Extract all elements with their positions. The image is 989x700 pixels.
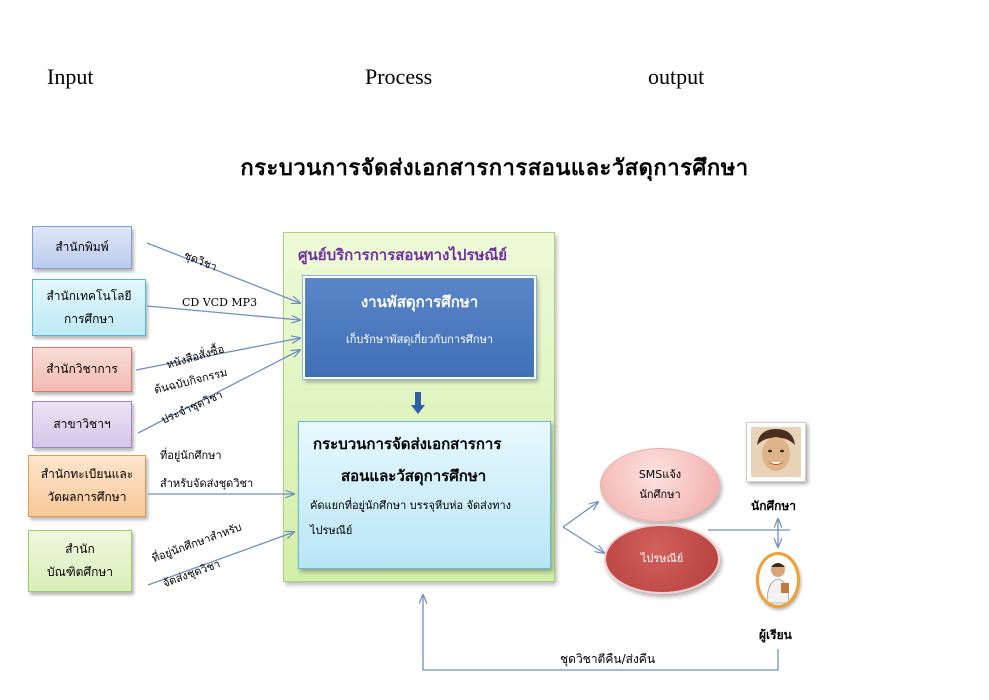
student-avatar	[746, 422, 806, 482]
input-box-label-line2: บัณฑิตศึกษา	[46, 565, 114, 579]
arrow-label-media: CD VCD MP3	[182, 296, 258, 309]
process-header: Process	[365, 64, 433, 89]
input-box-label: สาขาวิชาฯ	[53, 417, 111, 432]
input-box-label-line2: วัดผลการศึกษา	[47, 490, 127, 504]
sms-label-line2: นักศึกษา	[639, 488, 681, 501]
diagram-title: กระบวนการจัดส่งเอกสารการสอนและวัสดุการศึ…	[240, 155, 749, 180]
input-box-academic: สำนักวิชาการ	[32, 347, 132, 392]
process-title-line1: กระบวนการจัดส่งเอกสารการ	[313, 435, 502, 453]
arrow-department	[137, 350, 300, 434]
input-box-edtech: สำนักเทคโนโลยี การศึกษา	[32, 279, 146, 336]
arrow-label-address-2: สำหรับจัดส่งชุดวิชา	[160, 477, 254, 490]
process-title-line2: สอนและวัสดุการศึกษา	[341, 467, 487, 485]
student-face-icon	[751, 427, 801, 477]
process-box: กระบวนการจัดส่งเอกสารการ สอนและวัสดุการศ…	[298, 421, 551, 569]
sms-label-line1: SMSแจ้ง	[638, 468, 682, 482]
input-box-registrar: สำนักทะเบียนและ วัดผลการศึกษา	[28, 455, 146, 517]
input-header: Input	[47, 64, 94, 89]
arrow-graduate	[147, 532, 294, 586]
input-box-label-line1: สำนักเทคโนโลยี	[46, 288, 132, 303]
input-box-label-line1: สำนักทะเบียนและ	[40, 467, 134, 482]
arrow-academic	[135, 338, 300, 371]
input-box-department: สาขาวิชาฯ	[32, 401, 132, 448]
process-desc-line1: คัดแยกที่อยู่นักศึกษา บรรจุหีบห่อ จัดส่ง…	[310, 499, 512, 512]
input-box-graduate: สำนัก บัณฑิตศึกษา	[28, 530, 132, 592]
arrow-to-post	[562, 526, 604, 553]
learner-label: ผู้เรียน	[759, 628, 792, 642]
down-arrow-head	[411, 405, 425, 414]
center-title: ศูนย์บริการการสอนทางไปรษณีย์	[298, 246, 508, 264]
input-box-label-line2: การศึกษา	[64, 311, 114, 326]
process-desc-line2: ไปรษณีย์	[310, 524, 353, 537]
arrow-to-sms	[562, 502, 598, 528]
student-label: นักศึกษา	[751, 499, 796, 513]
input-box-publisher: สำนักพิมพ์	[32, 226, 132, 269]
down-arrow-shaft	[415, 392, 421, 405]
input-box-label-line1: สำนัก	[65, 542, 95, 557]
learner-avatar	[756, 552, 800, 608]
store-desc: เก็บรักษาพัสดุเกี่ยวกับการศึกษา	[345, 333, 493, 346]
input-box-label: สำนักพิมพ์	[55, 240, 109, 255]
arrow-label-address-1: ที่อยู่นักศึกษา	[160, 449, 222, 462]
arrow-publisher	[146, 242, 300, 303]
input-box-label: สำนักวิชาการ	[46, 362, 118, 377]
arrow-return	[423, 595, 779, 671]
sms-oval: SMSแจ้ง นักศึกษา	[600, 448, 720, 522]
output-header: output	[648, 64, 705, 89]
learner-person-icon	[766, 563, 790, 604]
post-label: ไปรษณีย์	[640, 552, 684, 566]
return-label: ชุดวิชาตีคืน/ส่งคืน	[560, 652, 656, 666]
post-oval: ไปรษณีย์	[604, 524, 720, 594]
arrow-edtech	[146, 305, 300, 320]
store-title: งานพัสดุการศึกษา	[360, 293, 479, 311]
store-box: งานพัสดุการศึกษา เก็บรักษาพัสดุเกี่ยวกับ…	[302, 275, 537, 380]
